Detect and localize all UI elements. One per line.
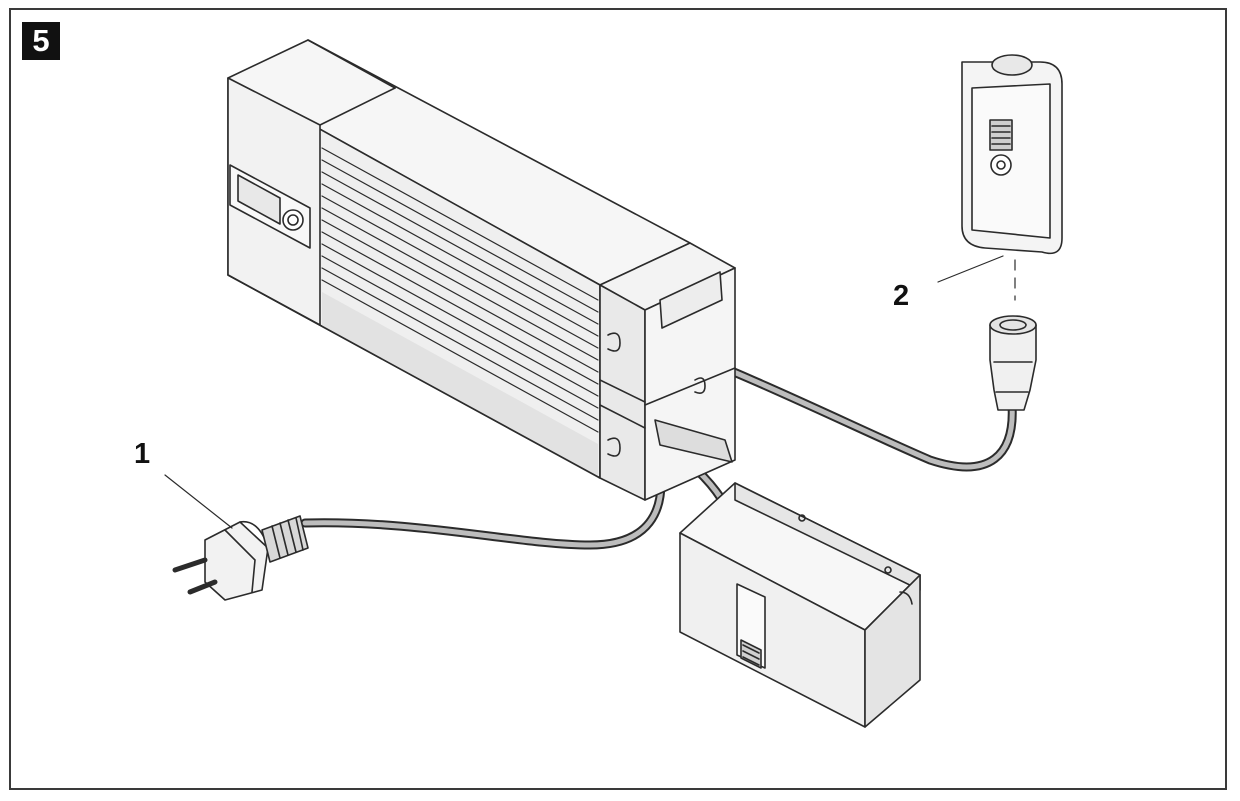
plug-strain-relief [261,515,309,563]
remote-connector-icon [989,315,1037,411]
callout-2-leader [937,255,1004,283]
holder-latch-icon [736,583,766,669]
cooling-ribs [321,147,599,433]
cable-channel [599,242,736,501]
mains-cable [300,465,666,550]
power-button-icon [282,209,304,231]
charger-body [227,39,691,479]
figure-number: 5 [22,22,60,60]
mains-plug-icon [172,515,309,601]
holder-box [679,482,921,728]
callout-2: 2 [893,280,910,312]
callout-1-leader [164,474,233,529]
remote-cable [650,335,1017,472]
remote-control-unit [961,54,1063,255]
remote-button-icon [990,154,1012,176]
remote-display-icon [989,119,1013,151]
figure-frame [9,8,1227,790]
callout-1: 1 [134,438,151,470]
